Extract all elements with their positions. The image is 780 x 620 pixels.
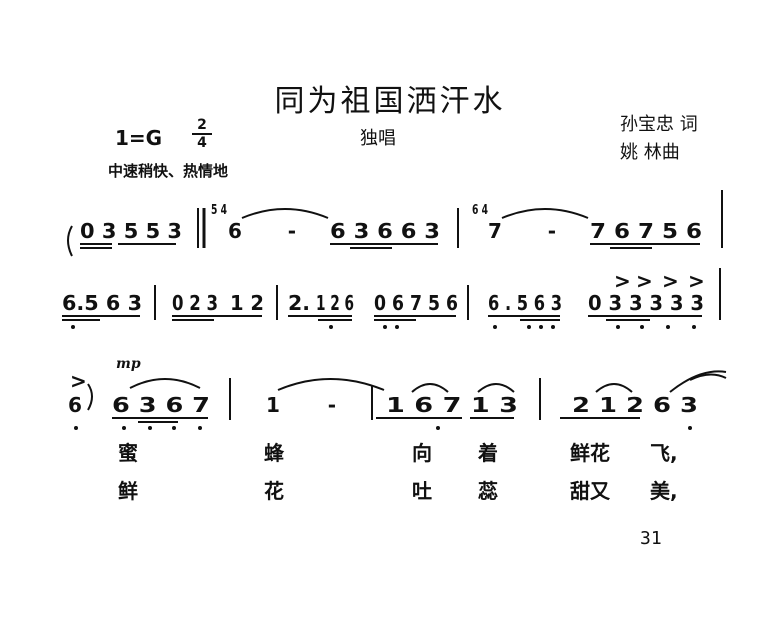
lyric-v1-2: 蜂 [264, 441, 285, 465]
tempo-marking: 中速稍快、热情地 [108, 162, 229, 180]
notes-line1-group-b: 6 - [228, 219, 296, 243]
lyric-v1-4: 着 [477, 441, 498, 465]
notes-line3-m1b: 6 3 6 7 [112, 393, 210, 417]
lyric-v1-1: 蜜 [118, 441, 138, 465]
lyric-v1-6: 飞, [650, 441, 678, 465]
lyric-v2-3: 吐 [412, 479, 432, 503]
lyric-v2-6: 美, [650, 479, 678, 503]
meter-change-1: 5 4 [211, 203, 227, 218]
time-signature: 2 4 [192, 118, 212, 150]
notes-line3-m4: 2 1 2 6 3 [572, 393, 698, 417]
meter-change-2: 6 4 [472, 203, 488, 218]
svg-text:>: > [70, 369, 87, 393]
notes-line2-m2a: 0 2 3 [172, 291, 218, 315]
performance-mode: 独唱 [360, 128, 396, 149]
lyric-v2-1: 鲜 [118, 479, 138, 503]
notes-line2-m1: 6.5 6 3 [62, 291, 142, 315]
lyric-v1-5: 鲜花 [570, 441, 610, 465]
song-title: 同为祖国洒汗水 [274, 84, 506, 119]
notes-line2-m2b: 1 2 [230, 291, 264, 315]
key-signature: 1=G [115, 126, 163, 150]
page-number: 31 [640, 528, 662, 549]
lyric-v2-2: 花 [264, 479, 284, 503]
notes-line1-group-c: 6 3 6 6 3 [330, 219, 440, 243]
svg-text:>: > [636, 269, 653, 293]
notes-line2-m6: 0 3 3 3 3 3 [588, 291, 704, 315]
notes-line2-m5: 6 . 5 6 3 [488, 291, 562, 315]
notes-line1-group-e: 7 6 7 5 6 [590, 219, 702, 243]
time-signature-bottom: 4 [197, 135, 207, 151]
composer-credit: 姚 林曲 [620, 142, 680, 163]
lyric-v1-3: 向 [412, 441, 432, 465]
notes-line3-m2: 1 - [266, 393, 336, 417]
svg-text:>: > [662, 269, 679, 293]
notes-line3-m1a: 6 [68, 393, 82, 417]
notes-line1-group-d: 7 - [488, 219, 556, 243]
svg-text:>: > [614, 269, 631, 293]
lyric-v2-4: 蕊 [478, 479, 498, 503]
lyric-v2-5: 甜又 [570, 479, 611, 503]
time-signature-top: 2 [197, 117, 207, 133]
notes-line3-m3: 1 6 7 1 3 [386, 393, 518, 417]
notes-line2-m3b: 1 2 6 [316, 291, 354, 315]
notes-line1-group-a: 0 3 5 5 3 [80, 219, 182, 243]
notes-line2-m4: 0 6 7 5 6 [374, 291, 458, 315]
lyricist-credit: 孙宝忠 词 [620, 114, 698, 135]
notes-line2-m3a: 2. [288, 291, 310, 315]
dynamic-marking: mp [116, 356, 141, 372]
svg-text:>: > [688, 269, 705, 293]
